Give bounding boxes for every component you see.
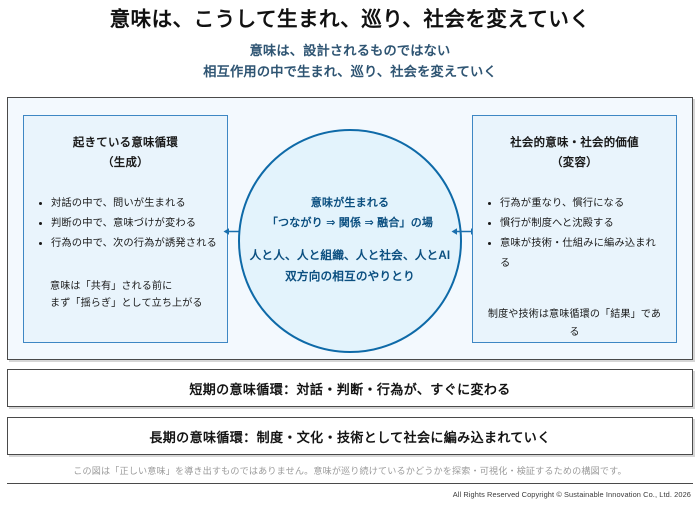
right-panel-bullet-list: 行為が重なり、慣行になる 慣行が制度へと沈殿する 意味が技術・仕組みに編み込まれ… bbox=[483, 194, 666, 273]
list-item: 慣行が制度へと沈殿する bbox=[483, 214, 666, 234]
left-panel-note-line-1: 意味は「共有」される前に bbox=[50, 280, 173, 292]
subtitle-line-1: 意味は、設計されるものではない bbox=[249, 42, 451, 58]
left-panel-note-line-2: まず「揺らぎ」として立ち上がる bbox=[50, 298, 203, 310]
list-item: 対話の中で、問いが生まれる bbox=[34, 194, 217, 214]
center-circle-meaning-field: 意味が生まれる 「つながり ⇒ 関係 ⇒ 融合」の場 人と人、人と組織、人と社会… bbox=[238, 129, 462, 353]
circle-line-1: 意味が生まれる bbox=[310, 197, 390, 210]
page-header: 意味は、こうして生まれ、巡り、社会を変えていく 意味は、設計されるものではない … bbox=[0, 0, 700, 82]
footer-divider bbox=[7, 483, 693, 484]
circle-line-4: 双方向の相互のやりとり bbox=[285, 270, 415, 284]
left-panel-title: 起きている意味循環 （生成） bbox=[34, 134, 217, 173]
right-panel-note: 制度や技術は意味循環の「結果」である bbox=[483, 306, 666, 342]
circle-line-3: 人と人、人と組織、人と社会、人とAI bbox=[249, 249, 451, 263]
page-title: 意味は、こうして生まれ、巡り、社会を変えていく bbox=[109, 8, 591, 31]
left-panel-bullet-list: 対話の中で、問いが生まれる 判断の中で、意味づけが変わる 行為の中で、次の行為が… bbox=[34, 194, 217, 253]
disclaimer-text: この図は「正しい意味」を導き出すものではありません。意味が巡り続けているかどうか… bbox=[73, 466, 627, 476]
right-panel-title-line-1: 社会的意味・社会的価値 bbox=[510, 137, 639, 149]
copyright-text: All Rights Reserved Copyright © Sustaina… bbox=[452, 490, 691, 499]
left-panel-title-line-2: （生成） bbox=[102, 156, 149, 169]
long-cycle-bar: 長期の意味循環：制度・文化・技術として社会に編み込まれていく bbox=[7, 417, 693, 455]
right-panel-note-line-1: 制度や技術は意味循環の「結果」である bbox=[487, 309, 662, 339]
circle-line-2: 「つながり ⇒ 関係 ⇒ 融合」の場 bbox=[266, 216, 434, 229]
list-item: 判断の中で、意味づけが変わる bbox=[34, 214, 217, 234]
diagram-frame: 起きている意味循環 （生成） 対話の中で、問いが生まれる 判断の中で、意味づけが… bbox=[7, 97, 693, 360]
short-cycle-bar-label: 短期の意味循環：対話・判断・行為が、すぐに変わる bbox=[189, 381, 511, 397]
subtitle-block: 意味は、設計されるものではない 相互作用の中で生まれ、巡り、社会を変えていく bbox=[0, 40, 700, 83]
subtitle-line-2: 相互作用の中で生まれ、巡り、社会を変えていく bbox=[203, 64, 497, 79]
list-item: 意味が技術・仕組みに編み込まれる bbox=[483, 234, 666, 274]
list-item: 行為が重なり、慣行になる bbox=[483, 194, 666, 214]
right-panel-title-line-2: （変容） bbox=[551, 156, 598, 169]
left-panel-generation: 起きている意味循環 （生成） 対話の中で、問いが生まれる 判断の中で、意味づけが… bbox=[23, 115, 228, 343]
short-cycle-bar: 短期の意味循環：対話・判断・行為が、すぐに変わる bbox=[7, 369, 693, 407]
right-panel-title: 社会的意味・社会的価値 （変容） bbox=[483, 134, 666, 173]
long-cycle-bar-label: 長期の意味循環：制度・文化・技術として社会に編み込まれていく bbox=[149, 429, 551, 445]
left-panel-note: 意味は「共有」される前に まず「揺らぎ」として立ち上がる bbox=[34, 278, 217, 314]
right-panel-transformation: 社会的意味・社会的価値 （変容） 行為が重なり、慣行になる 慣行が制度へと沈殿す… bbox=[472, 115, 677, 343]
list-item: 行為の中で、次の行為が誘発される bbox=[34, 234, 217, 254]
left-panel-title-line-1: 起きている意味循環 bbox=[72, 137, 179, 149]
